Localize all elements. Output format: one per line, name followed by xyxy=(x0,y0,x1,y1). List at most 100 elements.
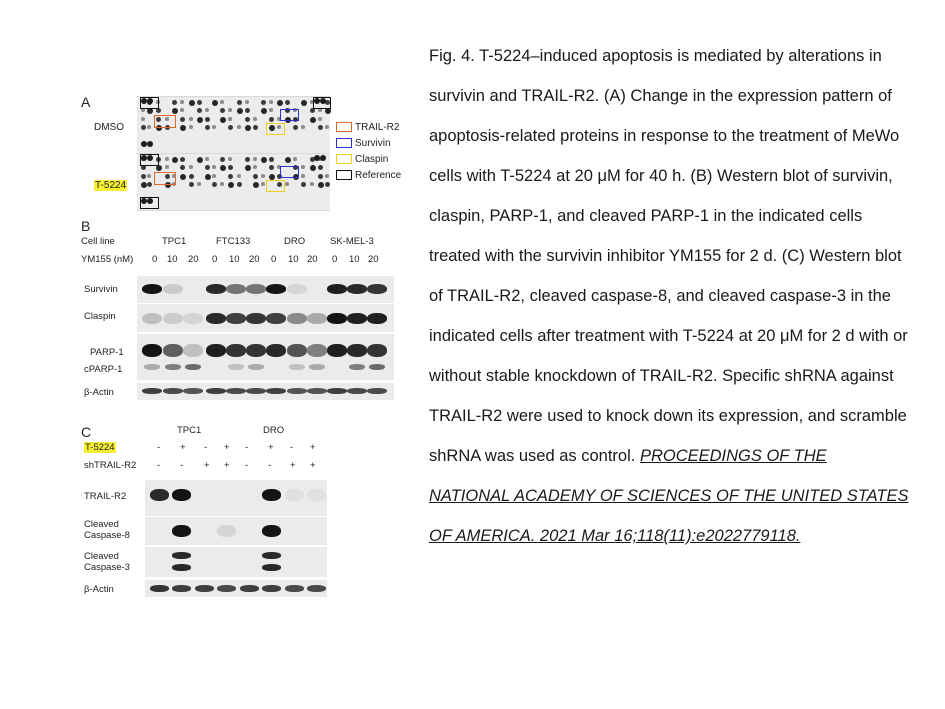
array-spot xyxy=(269,108,273,112)
blot-band xyxy=(347,388,367,394)
array-spot xyxy=(277,165,281,169)
blot-band xyxy=(172,564,191,571)
blot-label-cleaved-caspase-8: Cleaved Caspase-8 xyxy=(84,519,130,541)
blot-band xyxy=(285,585,304,592)
blot-band xyxy=(226,344,246,357)
array-spot xyxy=(220,100,224,104)
array-spot xyxy=(325,125,329,129)
shtrail-label: shTRAIL-R2 xyxy=(84,460,137,471)
blot-label-trail-r2: TRAIL-R2 xyxy=(84,491,127,502)
blot-label-parp-1: PARP-1 xyxy=(90,347,124,358)
dose-value: 10 xyxy=(288,254,299,265)
dose-value: 0 xyxy=(212,254,218,265)
array-spot xyxy=(325,182,330,187)
blot-band xyxy=(307,313,327,324)
blot-band xyxy=(172,525,191,537)
reference-spot xyxy=(314,155,320,161)
array-spot xyxy=(285,108,290,113)
array-spot xyxy=(293,157,297,161)
array-spot xyxy=(261,157,267,163)
reference-box-dmso-right xyxy=(313,97,331,109)
blot-band xyxy=(367,313,387,324)
blot-band xyxy=(262,564,281,571)
blot-band xyxy=(246,388,266,394)
group-tpc1: TPC1 xyxy=(177,425,202,436)
blot-band xyxy=(347,313,367,324)
reference-spot xyxy=(320,98,326,104)
shtrail-sign: - xyxy=(157,460,161,471)
panel-b-letter: B xyxy=(81,218,91,234)
array-spot xyxy=(237,182,242,187)
array-spot xyxy=(228,157,232,161)
t5224-sign: + xyxy=(268,442,274,453)
shtrail-sign: + xyxy=(224,460,230,471)
blot-band xyxy=(246,313,266,324)
group-dro: DRO xyxy=(263,425,285,436)
blot-band xyxy=(287,284,307,294)
blot-band xyxy=(369,364,385,370)
panel-a-row-label-t5224: T-5224 xyxy=(94,180,128,191)
blot-band xyxy=(163,344,183,357)
array-spot xyxy=(147,108,153,114)
array-spot xyxy=(180,125,186,131)
figure-caption: Fig. 4. T-5224–induced apoptosis is medi… xyxy=(429,36,909,556)
array-spot xyxy=(228,125,233,130)
blot-band xyxy=(172,552,191,559)
array-spot xyxy=(237,125,241,129)
blot-band xyxy=(195,585,214,592)
array-spot xyxy=(165,157,169,161)
caption-citation[interactable]: PROCEEDINGS OF THE NATIONAL ACADEMY OF S… xyxy=(429,447,909,545)
blot-band xyxy=(262,489,281,501)
blot-band xyxy=(307,344,327,357)
array-spot xyxy=(269,100,273,104)
blot-band xyxy=(285,489,304,501)
array-spot xyxy=(325,100,330,105)
array-spot xyxy=(147,182,152,187)
dose-value: 0 xyxy=(271,254,277,265)
array-spot xyxy=(205,117,210,122)
blot-band xyxy=(367,344,387,357)
reference-spot xyxy=(147,198,153,204)
legend-swatch xyxy=(336,138,352,149)
array-spot xyxy=(156,108,161,113)
shtrail-sign: + xyxy=(310,460,316,471)
array-spot xyxy=(318,125,323,130)
blot-band xyxy=(240,585,259,592)
blot-band xyxy=(248,364,264,370)
array-spot xyxy=(205,125,210,130)
array-spot xyxy=(269,125,275,131)
array-spot xyxy=(269,174,275,180)
dose-value: 10 xyxy=(167,254,178,265)
blot-band xyxy=(289,364,305,370)
array-spot xyxy=(197,108,202,113)
blot-label-actin-c: β-Actin xyxy=(84,584,114,595)
array-spot xyxy=(253,165,257,169)
blot-band xyxy=(217,525,236,537)
array-spot xyxy=(189,174,194,179)
array-spot xyxy=(212,165,216,169)
array-spot xyxy=(301,182,306,187)
dose-value: 10 xyxy=(349,254,360,265)
panel-a-row-label-dmso: DMSO xyxy=(94,122,124,133)
reference-spot xyxy=(320,155,326,161)
array-spot xyxy=(189,165,193,169)
dose-label: YM155 (nM) xyxy=(81,254,134,265)
cell-line-ftc133: FTC133 xyxy=(216,236,251,247)
array-spot xyxy=(165,174,170,179)
array-spot xyxy=(180,117,185,122)
blot-band xyxy=(347,284,367,294)
array-spot xyxy=(156,100,160,104)
cell-line-sk-mel-3: SK-MEL-3 xyxy=(330,236,374,247)
reference-box-t5224-top xyxy=(140,154,159,166)
survivin-box-dmso xyxy=(280,109,299,121)
blot-label-cparp-1: cPARP-1 xyxy=(84,364,123,375)
t5224-sign: + xyxy=(224,442,230,453)
blot-band xyxy=(309,364,325,370)
dose-value: 0 xyxy=(332,254,338,265)
array-spot xyxy=(269,117,274,122)
array-spot xyxy=(261,182,265,186)
blot-band xyxy=(307,585,326,592)
array-spot xyxy=(197,157,203,163)
array-spot xyxy=(318,182,324,188)
blot-band xyxy=(150,585,169,592)
